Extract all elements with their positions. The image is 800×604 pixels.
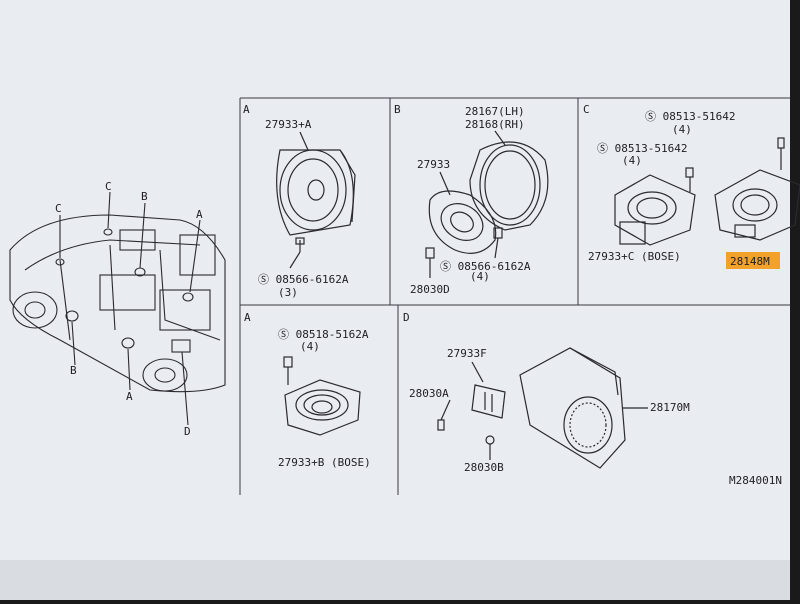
section-c-screw1-label: Ⓢ 08513-51642: [645, 110, 735, 123]
callout-a-bottom: A: [126, 390, 133, 403]
section-b-letter: B: [394, 103, 401, 116]
section-d-plate-part: 27933F: [447, 347, 487, 360]
section-b-screw-qty: (4): [470, 270, 490, 283]
callout-b-bottom: B: [70, 364, 77, 377]
section-a-top-letter: A: [243, 103, 250, 116]
monitor-bezel: [790, 0, 800, 600]
speaker-location-a-lower: [121, 337, 135, 349]
section-c-speaker-part: 27933+C (BOSE): [588, 250, 681, 263]
section-c-highlighted-part: 28148M: [730, 255, 770, 268]
callout-c-left: C: [55, 202, 62, 215]
figure-code: M284001N: [729, 474, 782, 487]
section-a-bottom-speaker-part: 27933+B (BOSE): [278, 456, 371, 469]
speaker-location-c-left: [55, 258, 65, 266]
section-a-bottom-letter: A: [244, 311, 251, 324]
callout-a-top: A: [196, 208, 203, 221]
car-overview: [9, 191, 226, 426]
speaker-location-b-lower: [65, 310, 79, 322]
section-frame: [239, 97, 790, 495]
screen-vignette: [0, 560, 790, 600]
section-b-speaker-part: 27933: [417, 158, 450, 171]
speaker-location-c-top: [103, 228, 113, 236]
section-a-top-speaker-part: 27933+A: [265, 118, 312, 131]
section-b-part-lh: 28167(LH): [465, 105, 525, 118]
speaker-location-a-upper: [182, 292, 194, 302]
speaker-27933b-drawing: [283, 356, 361, 436]
speaker-location-d: [171, 339, 191, 353]
speaker-27933-b-drawing: [425, 130, 549, 278]
callout-c-top: C: [105, 180, 112, 193]
section-b-bracket-part: 28030D: [410, 283, 450, 296]
section-c-screw2-label: Ⓢ 08513-51642: [597, 142, 687, 155]
section-b-screw-label: Ⓢ 08566-6162A: [440, 260, 531, 273]
section-a-bottom-screw-label: Ⓢ 08518-5162A: [278, 328, 369, 341]
section-a-bottom-screw-qty: (4): [300, 340, 320, 353]
section-d-bolt-part: 28030A: [409, 387, 449, 400]
subwoofer-28170m-drawing: [437, 347, 648, 469]
speaker-27933a-drawing: [276, 131, 356, 269]
section-c-letter: C: [583, 103, 590, 116]
callout-d-bottom: D: [184, 425, 191, 438]
callout-b-top: B: [141, 190, 148, 203]
section-a-top-screw-qty: (3): [278, 286, 298, 299]
section-d-letter: D: [403, 311, 410, 324]
speaker-27933c-drawing: [614, 137, 800, 246]
highlight-marker: [726, 252, 780, 269]
section-c-screw2-qty: (4): [622, 154, 642, 167]
section-b-part-rh: 28168(RH): [465, 118, 525, 131]
section-d-subwoofer-part: 28170M: [650, 401, 690, 414]
section-c-screw1-qty: (4): [672, 123, 692, 136]
section-a-top-screw-label: Ⓢ 08566-6162A: [258, 273, 349, 286]
section-d-nut-part: 28030B: [464, 461, 504, 474]
